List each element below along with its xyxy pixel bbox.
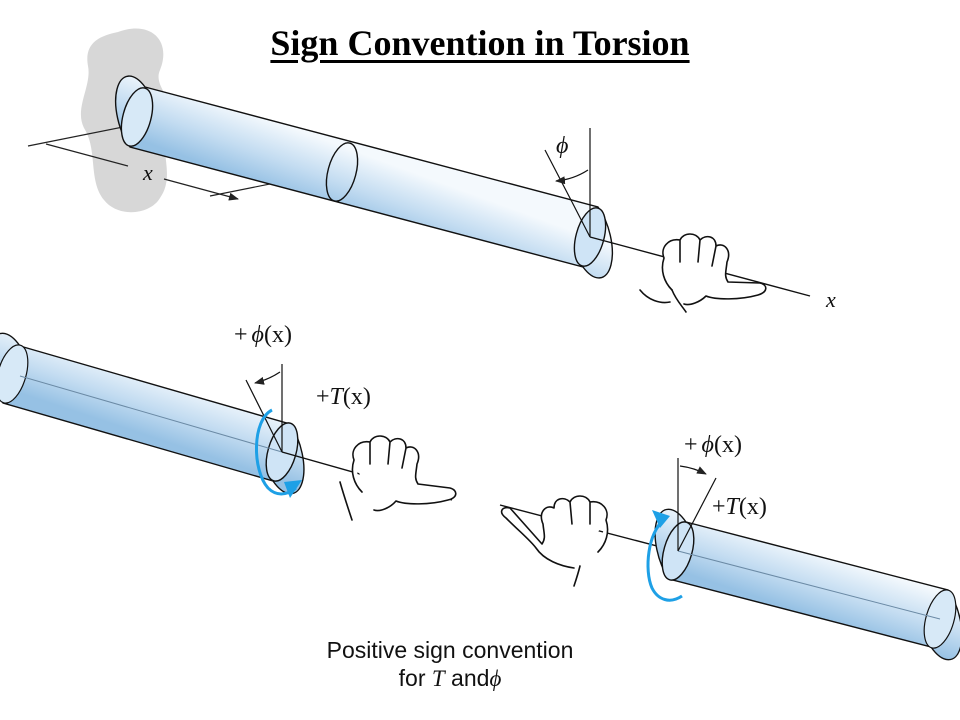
right-phi-arc: [679, 465, 707, 475]
x-dim-label: x: [142, 160, 153, 185]
left-shaft-view: +ϕ(x) +T(x): [0, 322, 457, 521]
top-shaft-body: [114, 75, 614, 279]
left-torque-label: +T(x): [316, 384, 371, 410]
left-phi-label: +ϕ(x): [234, 322, 292, 348]
left-shaft-centerline: [19, 375, 283, 453]
phi-rotated-line: [544, 149, 573, 203]
right-shaft-centerline: [677, 550, 941, 620]
x-axis-label: x: [825, 287, 836, 312]
right-hand-rule-icon-mirrored: [500, 495, 609, 587]
phi-angle-arc: [555, 169, 589, 185]
right-shaft-view: +ϕ(x) +T(x): [499, 432, 960, 661]
right-phi-rotated-line: [677, 477, 717, 552]
left-torque-arrowhead: [284, 480, 302, 498]
right-torque-arrowhead: [652, 510, 670, 528]
x-dim-line-left: [45, 143, 129, 167]
right-hand-rule-icon: [639, 233, 767, 313]
top-shaft-fixed-end: [120, 87, 154, 147]
phi-label: ϕ: [556, 133, 568, 159]
twist-radius-line: [571, 201, 591, 238]
top-shaft-view: x ϕ x: [27, 28, 836, 313]
right-phi-label: +ϕ(x): [684, 432, 742, 458]
caption-line1: Positive sign convention: [327, 637, 574, 663]
x-dim-line-right: [163, 178, 239, 201]
right-torque-arrow: [646, 518, 683, 602]
top-shaft-section-ring: [325, 142, 359, 202]
left-hand-rule-icon: [339, 435, 457, 521]
right-torque-label: +T(x): [712, 494, 767, 520]
page-title: Sign Convention in Torsion: [270, 23, 690, 63]
caption-line2: for T andϕ: [399, 665, 502, 691]
left-phi-arc: [254, 371, 281, 385]
left-torque-arrow: [255, 408, 297, 496]
